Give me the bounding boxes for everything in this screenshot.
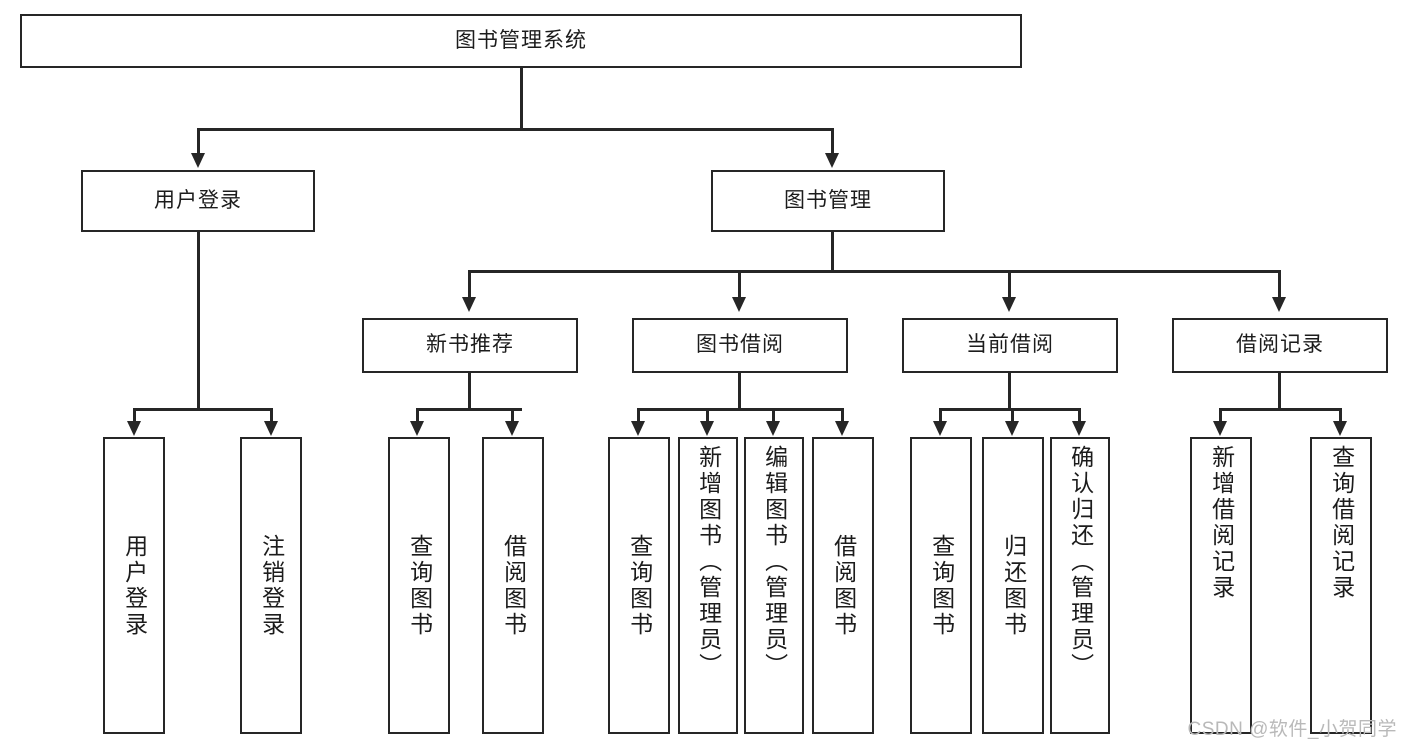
arrow-cb-leaf-2 bbox=[1005, 421, 1019, 436]
connector-current-borrowing-bus bbox=[939, 408, 1080, 411]
node-label: 新增借阅记录 bbox=[1208, 445, 1235, 601]
arrow-user-login bbox=[191, 153, 205, 168]
connector-root-bus bbox=[197, 128, 833, 131]
node-label: 借阅图书 bbox=[500, 533, 527, 638]
connector-borrow-records-down bbox=[1278, 373, 1281, 410]
connector-drop-leaf-user-login bbox=[133, 408, 136, 422]
node-label: 借阅记录 bbox=[1236, 333, 1324, 357]
node-label: 新增图书（管理员） bbox=[695, 445, 722, 679]
connector-root-down bbox=[520, 68, 523, 130]
connector-book-borrowing-down bbox=[738, 373, 741, 410]
node-label: 查询图书 bbox=[928, 533, 955, 638]
connector-new-book-down bbox=[468, 373, 471, 410]
leaf-query-books-borrow[interactable]: 查询图书 bbox=[608, 437, 670, 734]
node-label: 注销登录 bbox=[258, 533, 285, 638]
connector-drop-bb-leaf-2 bbox=[706, 408, 709, 422]
connector-user-login-down bbox=[197, 232, 200, 410]
connector-borrow-records-bus bbox=[1219, 408, 1341, 411]
arrow-bb-leaf-1 bbox=[631, 421, 645, 436]
node-label: 查询图书 bbox=[626, 533, 653, 638]
connector-drop-new-book bbox=[468, 270, 471, 298]
node-label: 图书借阅 bbox=[696, 333, 784, 357]
node-label: 归还图书 bbox=[1000, 533, 1027, 638]
node-book-borrowing[interactable]: 图书借阅 bbox=[632, 318, 848, 373]
connector-drop-nb-leaf-1 bbox=[416, 408, 419, 422]
connector-drop-nb-leaf-2 bbox=[511, 408, 514, 422]
leaf-query-books-current[interactable]: 查询图书 bbox=[910, 437, 972, 734]
arrow-bb-leaf-2 bbox=[700, 421, 714, 436]
connector-drop-leaf-user-logout bbox=[270, 408, 273, 422]
leaf-confirm-return-admin[interactable]: 确认归还（管理员） bbox=[1050, 437, 1110, 734]
arrow-borrow-records bbox=[1272, 297, 1286, 312]
node-label: 当前借阅 bbox=[966, 333, 1054, 357]
leaf-add-book-admin[interactable]: 新增图书（管理员） bbox=[678, 437, 738, 734]
leaf-query-borrow-record[interactable]: 查询借阅记录 bbox=[1310, 437, 1372, 734]
node-label: 用户登录 bbox=[121, 533, 148, 638]
node-label: 借阅图书 bbox=[830, 533, 857, 638]
node-user-login[interactable]: 用户登录 bbox=[81, 170, 315, 232]
connector-level3-bus bbox=[468, 270, 1280, 273]
node-label: 查询图书 bbox=[406, 533, 433, 638]
arrow-nb-leaf-2 bbox=[505, 421, 519, 436]
node-root-book-management-system[interactable]: 图书管理系统 bbox=[20, 14, 1022, 68]
connector-drop-book-borrowing bbox=[738, 270, 741, 298]
leaf-edit-book-admin[interactable]: 编辑图书（管理员） bbox=[744, 437, 804, 734]
connector-drop-bb-leaf-3 bbox=[772, 408, 775, 422]
connector-drop-book-management bbox=[831, 128, 834, 154]
arrow-leaf-user-logout bbox=[264, 421, 278, 436]
connector-drop-cb-leaf-1 bbox=[939, 408, 942, 422]
connector-drop-current-borrowing bbox=[1008, 270, 1011, 298]
node-label: 新书推荐 bbox=[426, 333, 514, 357]
arrow-nb-leaf-1 bbox=[410, 421, 424, 436]
arrow-new-book-recommendation bbox=[462, 297, 476, 312]
connector-drop-borrow-records bbox=[1278, 270, 1281, 298]
arrow-book-borrowing bbox=[732, 297, 746, 312]
node-label: 确认归还（管理员） bbox=[1067, 445, 1094, 679]
node-current-borrowing[interactable]: 当前借阅 bbox=[902, 318, 1118, 373]
arrow-bb-leaf-4 bbox=[835, 421, 849, 436]
leaf-query-books-recommend[interactable]: 查询图书 bbox=[388, 437, 450, 734]
arrow-br-leaf-1 bbox=[1213, 421, 1227, 436]
connector-drop-br-leaf-1 bbox=[1219, 408, 1222, 422]
connector-drop-cb-leaf-3 bbox=[1078, 408, 1081, 422]
watermark-text: CSDN @软件_小贺同学 bbox=[1187, 719, 1397, 740]
node-borrow-records[interactable]: 借阅记录 bbox=[1172, 318, 1388, 373]
connector-drop-bb-leaf-1 bbox=[637, 408, 640, 422]
leaf-add-borrow-record[interactable]: 新增借阅记录 bbox=[1190, 437, 1252, 734]
connector-drop-br-leaf-2 bbox=[1339, 408, 1342, 422]
node-label: 查询借阅记录 bbox=[1328, 445, 1355, 601]
leaf-borrow-books-borrow[interactable]: 借阅图书 bbox=[812, 437, 874, 734]
node-book-management[interactable]: 图书管理 bbox=[711, 170, 945, 232]
connector-drop-user-login bbox=[197, 128, 200, 154]
node-label: 编辑图书（管理员） bbox=[761, 445, 788, 679]
leaf-user-logout[interactable]: 注销登录 bbox=[240, 437, 302, 734]
node-label: 图书管理 bbox=[784, 188, 872, 212]
node-label: 用户登录 bbox=[154, 188, 242, 212]
leaf-return-books[interactable]: 归还图书 bbox=[982, 437, 1044, 734]
connector-drop-cb-leaf-2 bbox=[1011, 408, 1014, 422]
leaf-borrow-books-recommend[interactable]: 借阅图书 bbox=[482, 437, 544, 734]
connector-new-book-bus bbox=[416, 408, 522, 411]
connector-current-borrowing-down bbox=[1008, 373, 1011, 410]
arrow-current-borrowing bbox=[1002, 297, 1016, 312]
connector-book-management-down bbox=[831, 232, 834, 272]
arrow-book-management bbox=[825, 153, 839, 168]
node-label: 图书管理系统 bbox=[455, 28, 587, 52]
leaf-user-login[interactable]: 用户登录 bbox=[103, 437, 165, 734]
connector-book-borrowing-bus bbox=[637, 408, 844, 411]
arrow-bb-leaf-3 bbox=[766, 421, 780, 436]
connector-user-login-bus bbox=[133, 408, 273, 411]
arrow-cb-leaf-1 bbox=[933, 421, 947, 436]
arrow-br-leaf-2 bbox=[1333, 421, 1347, 436]
node-new-book-recommendation[interactable]: 新书推荐 bbox=[362, 318, 578, 373]
arrow-cb-leaf-3 bbox=[1072, 421, 1086, 436]
arrow-leaf-user-login bbox=[127, 421, 141, 436]
connector-drop-bb-leaf-4 bbox=[841, 408, 844, 422]
